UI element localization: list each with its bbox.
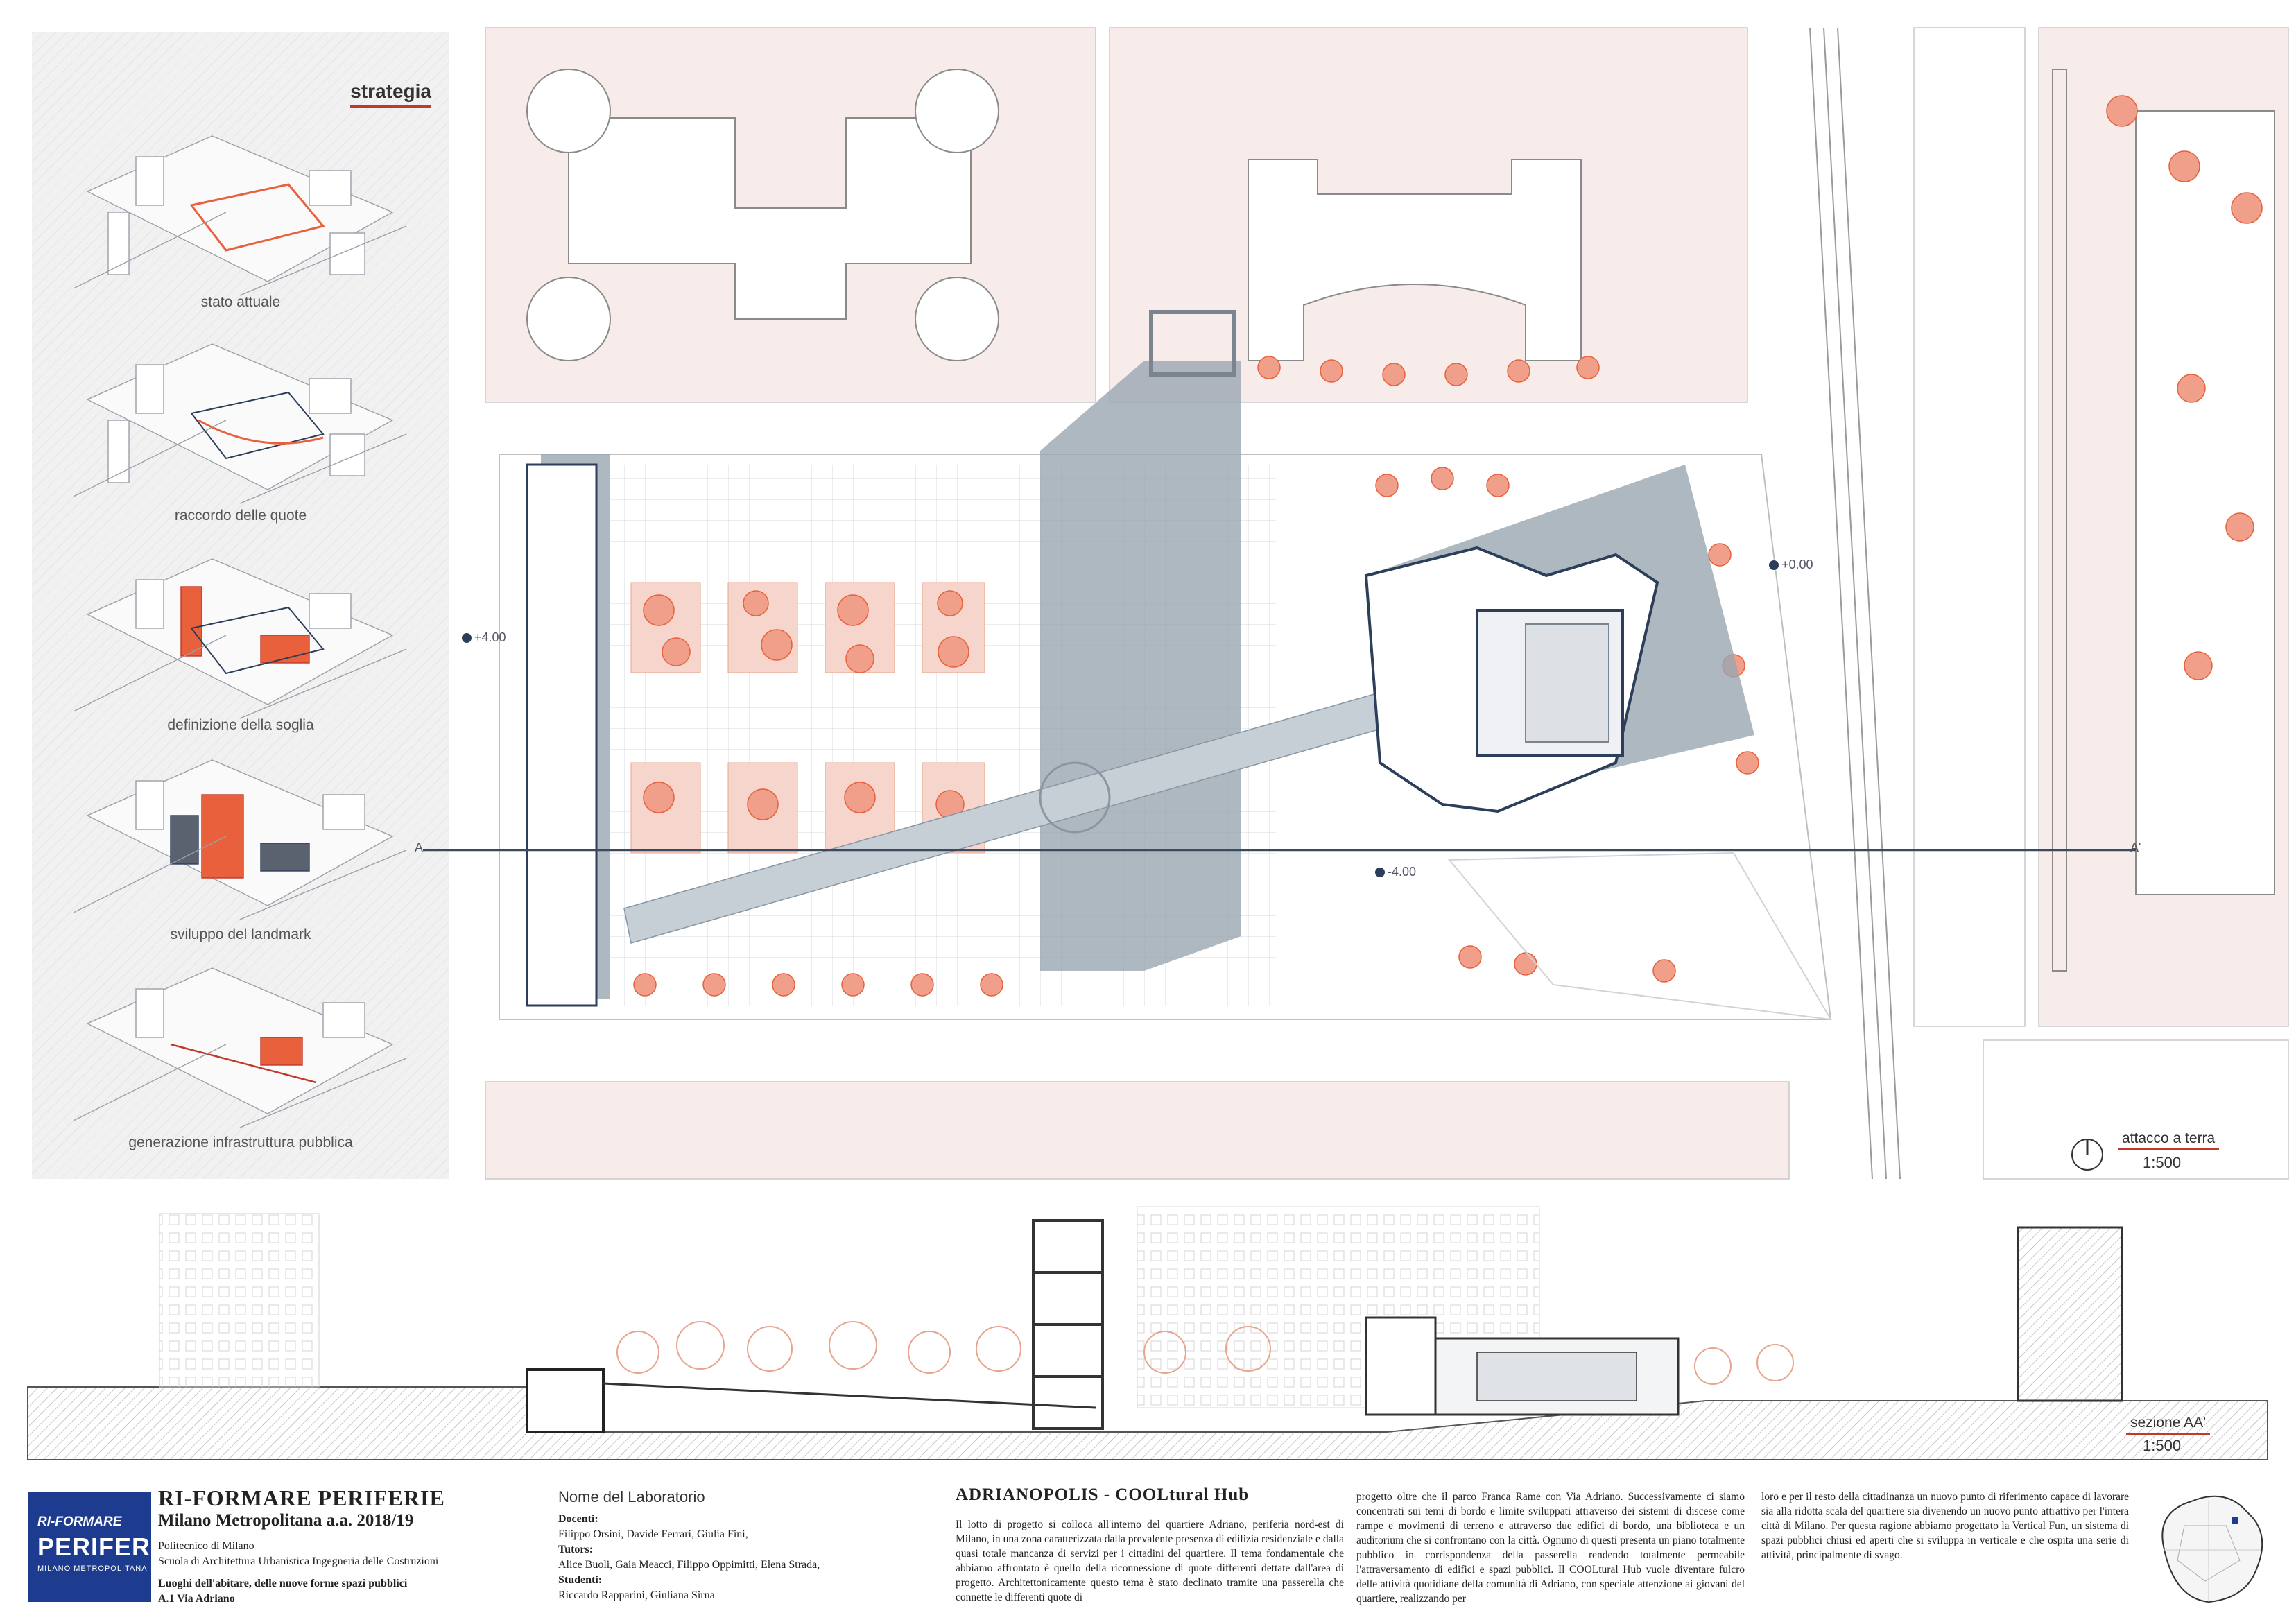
description-col-1: Il lotto di progetto si colloca all'inte… <box>956 1519 1344 1603</box>
lab-title: Nome del Laboratorio <box>558 1488 705 1505</box>
auditorium-section <box>1365 1316 1680 1416</box>
elevation-label-left: +4.00 <box>474 630 506 644</box>
block-south <box>485 1081 1790 1180</box>
course-title: RI-FORMARE PERIFERIE <box>158 1485 445 1510</box>
area-line: A.1 Via Adriano <box>158 1593 235 1605</box>
building-h-shape <box>568 117 972 320</box>
railway <box>1809 27 1901 1180</box>
section-trees <box>616 1321 1794 1385</box>
walkway-ring <box>1039 761 1111 834</box>
bg-building-right <box>2017 1226 2123 1402</box>
auditorium-building <box>1364 546 1659 813</box>
elevation-label-right: +0.00 <box>1781 558 1813 571</box>
elevation-marker-icon <box>1769 560 1779 570</box>
elevation-label-mid: -4.00 <box>1388 865 1417 879</box>
section-drawing <box>27 1206 2268 1460</box>
axo-step-3 <box>73 558 407 719</box>
strategy-panel: strategia <box>32 32 449 1179</box>
step-label-2: raccordo delle quote <box>174 508 307 524</box>
docenti-names: Filippo Orsini, Davide Ferrari, Giulia F… <box>558 1528 748 1540</box>
description-col-3: loro e per il resto della cittadinanza u… <box>1761 1491 2129 1561</box>
section-mark-a: A <box>415 840 424 854</box>
docenti-label: Docenti: <box>558 1513 598 1525</box>
step-label-4: sviluppo del landmark <box>170 926 311 942</box>
step-label-1: stato attuale <box>200 294 281 310</box>
plan-scale-value: 1:500 <box>2143 1154 2182 1171</box>
walkway-section <box>603 1382 1096 1409</box>
existing-buildings <box>526 69 2275 972</box>
section-scale-value: 1:500 <box>2143 1437 2182 1454</box>
periferie-logo: RI-FORMARE PERIFERIE MILANO METROPOLITAN… <box>28 1492 175 1602</box>
block-ne <box>1109 27 1748 403</box>
logo-sub-text: MILANO METROPOLITANA <box>37 1564 148 1573</box>
plan-scale-title: attacco a terra <box>2118 1130 2220 1150</box>
studenti-label: Studenti: <box>558 1574 603 1586</box>
step-label-5: generazione infrastruttura pubblica <box>128 1134 353 1150</box>
north-arrow-icon <box>2071 1139 2103 1171</box>
project-title: ADRIANOPOLIS - COOLtural Hub <box>956 1485 1250 1504</box>
step-label-3: definizione della soglia <box>167 717 314 733</box>
studenti-names: Riccardo Rapparini, Giuliana Sirna <box>558 1589 715 1601</box>
tower-shadow <box>1040 361 1241 971</box>
project-site <box>499 95 2263 1021</box>
strategy-title: strategia <box>350 80 431 108</box>
block-rail-strip <box>1913 27 2026 1027</box>
section-mark-a2: A' <box>2130 840 2141 854</box>
footer-course-info: RI-FORMARE PERIFERIE Milano Metropolitan… <box>158 1485 533 1607</box>
library-section <box>526 1368 605 1433</box>
site-plan <box>423 27 2289 1180</box>
logo-top-text: RI-FORMARE <box>37 1515 122 1529</box>
tower-landmark <box>1149 310 1236 377</box>
theme-line: Luoghi dell'abitare, delle nuove forme s… <box>158 1578 408 1589</box>
description-col-2: progetto oltre che il parco Franca Rame … <box>1356 1491 1745 1605</box>
footer-lab-info: Nome del Laboratorio Docenti: Filippo Or… <box>558 1488 905 1603</box>
strategy-diagrams <box>73 135 407 1128</box>
ramp-area <box>1447 852 1832 1021</box>
elevation-markers <box>462 560 1779 877</box>
library-building <box>526 463 598 1007</box>
school-line-2: Scuola di Architettura Urbanistica Ingeg… <box>158 1555 439 1567</box>
trees <box>633 95 2263 997</box>
tower-section <box>1032 1219 1104 1430</box>
bg-building-left <box>159 1213 320 1388</box>
block-se <box>1983 1039 2289 1180</box>
course-subtitle: Milano Metropolitana a.a. 2018/19 <box>158 1511 414 1530</box>
section-scale-title: sezione AA' <box>2126 1415 2211 1435</box>
site-location-icon <box>2232 1517 2238 1524</box>
axo-step-2 <box>73 343 407 504</box>
elevation-marker-icon <box>1375 868 1385 877</box>
tutors-label: Tutors: <box>558 1544 594 1555</box>
school-line-1: Politecnico di Milano <box>158 1540 254 1552</box>
axo-step-1 <box>73 135 407 296</box>
axo-step-4 <box>73 759 407 920</box>
building-u-shape <box>1248 159 1582 361</box>
milan-key-map <box>2161 1495 2263 1603</box>
axo-step-5 <box>73 967 407 1128</box>
logo-main-text: PERIFERIE <box>37 1533 176 1561</box>
tutors-names: Alice Buoli, Gaia Meacci, Filippo Oppimi… <box>558 1559 820 1571</box>
elevation-marker-icon <box>462 633 472 643</box>
